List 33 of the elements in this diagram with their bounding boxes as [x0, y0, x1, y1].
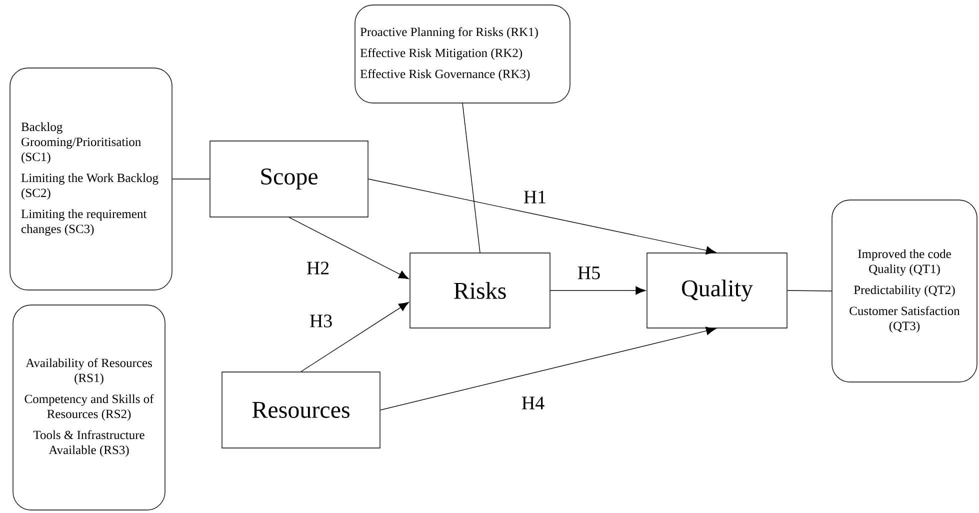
arrow	[368, 178, 716, 255]
connector-line	[787, 290, 832, 292]
arrow	[380, 326, 716, 410]
construct-box: Scope	[210, 140, 368, 218]
item-text: Customer Satisfaction (QT3)	[850, 306, 960, 333]
arrow	[300, 302, 409, 372]
item-text: Improved the code Quality (QT1)	[858, 249, 951, 276]
item-text: Limiting the requirement changes (SC3)	[21, 209, 147, 236]
edge-label: H5	[578, 266, 600, 280]
connector-line	[172, 178, 210, 180]
edge-label: H2	[306, 262, 329, 274]
item-text: Tools & Infrastructure Available (RS3)	[33, 430, 144, 457]
indicator-box	[12, 304, 166, 510]
indicator-box	[354, 4, 570, 104]
item-text: Proactive Planning for Risks (RK1)	[360, 27, 538, 39]
item-text: Competency and Skills of Resources (RS2)	[24, 394, 154, 421]
edge-label: H1	[524, 190, 546, 204]
construct-box: Risks	[410, 252, 550, 328]
item-text: Backlog Grooming/Prioritisation (SC1)	[21, 122, 141, 164]
item-text: Effective Risk Governance (RK3)	[360, 69, 530, 81]
item-text: Limiting the Work Backlog (SC2)	[21, 173, 158, 200]
indicator-box	[832, 200, 978, 382]
connector-line	[462, 103, 480, 253]
edge-label: H4	[522, 396, 544, 410]
item-text: Availability of Resources (RS1)	[26, 358, 152, 385]
arrow	[550, 286, 646, 295]
arrow	[288, 217, 409, 280]
construct-box: Resources	[222, 372, 380, 448]
item-text: Predictability (QT2)	[854, 285, 955, 297]
edge-label: H3	[310, 314, 332, 328]
indicator-box	[10, 68, 172, 290]
item-text: Effective Risk Mitigation (RK2)	[360, 48, 522, 60]
construct-box: Quality	[646, 252, 788, 328]
